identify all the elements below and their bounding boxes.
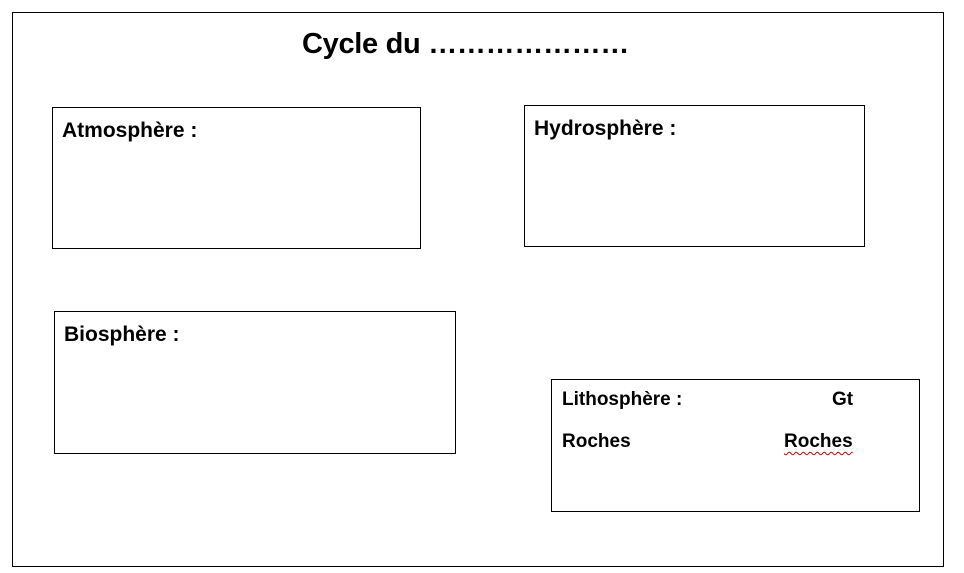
hydrosphere-box: Hydrosphère : <box>524 105 865 247</box>
lithosphere-unit-label: Gt <box>832 389 854 410</box>
lithosphere-roches-left: Roches <box>562 431 631 452</box>
atmosphere-box: Atmosphère : <box>52 107 421 249</box>
atmosphere-label: Atmosphère : <box>62 119 198 142</box>
biosphere-label: Biosphère : <box>64 323 180 346</box>
lithosphere-roches-right: Roches <box>784 431 853 452</box>
lithosphere-box: Lithosphère : Gt Roches Roches <box>551 379 920 512</box>
hydrosphere-label: Hydrosphère : <box>534 117 677 140</box>
biosphere-box: Biosphère : <box>54 311 456 454</box>
lithosphere-label: Lithosphère : <box>562 389 683 410</box>
page-title: Cycle du ………………… <box>302 28 630 60</box>
